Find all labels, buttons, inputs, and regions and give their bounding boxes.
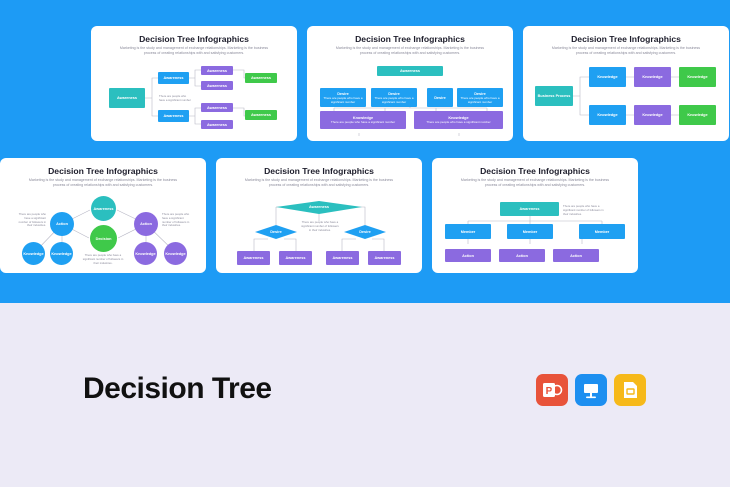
action-node: Action <box>445 249 491 262</box>
decision-circle: Decision <box>90 225 117 252</box>
slide-preview-4[interactable]: Decision Tree Infographics Marketing is … <box>0 158 206 273</box>
node-label: Desire <box>337 91 349 96</box>
branch-node-bottom: Awareness <box>158 110 189 122</box>
desire-diamond-right <box>344 225 386 239</box>
connector-lines <box>573 76 679 116</box>
node-label: Knowledge <box>352 116 374 120</box>
svg-text:P: P <box>546 386 553 397</box>
knowledge-node: Knowledge <box>634 67 671 87</box>
node-label: Desire <box>474 91 486 96</box>
desire-diamond-label: Desire <box>270 230 282 234</box>
action-node: Action <box>499 249 545 262</box>
action-circle: Action <box>50 212 74 236</box>
slide-preview-2[interactable]: Decision Tree Infographics Marketing is … <box>307 26 513 141</box>
root-node: Business Process <box>535 86 573 106</box>
node-description: There are people who have a significant … <box>323 95 363 104</box>
leaf-node: Awareness <box>201 66 233 75</box>
node-description: There are people who have a significant … <box>159 94 191 102</box>
knowledge-circle: Knowledge <box>134 242 157 265</box>
connector-lines <box>467 216 603 244</box>
knowledge-node: Knowledge <box>634 105 671 125</box>
page-title: Decision Tree <box>83 372 272 405</box>
node-description: There are people who have a significant … <box>301 220 339 232</box>
action-circle: Action <box>134 212 158 236</box>
node-description: There are people who have a significant … <box>460 95 500 104</box>
node-description: There are people who have a significant … <box>162 212 190 228</box>
knowledge-node: Knowledge <box>589 105 626 125</box>
knowledge-circle: Knowledge <box>50 242 73 265</box>
knowledge-node: Knowledge <box>589 67 626 87</box>
node-description: There are people who have a significant … <box>18 212 46 228</box>
knowledge-node: Knowledge <box>679 105 716 125</box>
desire-diamond-label: Desire <box>359 230 371 234</box>
lavender-footer-area <box>0 303 730 487</box>
outcome-node: Awareness <box>245 110 277 120</box>
slide-subtitle: Marketing is the study and management of… <box>28 178 178 187</box>
connector-lines <box>33 209 177 254</box>
leaf-node: Awareness <box>201 103 233 112</box>
node-description: There are people who have a significant … <box>330 120 396 124</box>
root-diamond-label: Awareness <box>309 205 329 209</box>
member-node: Member <box>507 224 553 239</box>
node-description: There are people who have a significant … <box>82 253 124 265</box>
root-diamond <box>276 201 362 214</box>
knowledge-node: Knowledge <box>679 67 716 87</box>
slide-title: Decision Tree Infographics <box>48 166 158 176</box>
connector-lines <box>145 69 245 125</box>
node-description: There are people who have a significant … <box>426 120 491 124</box>
slide-title: Decision Tree Infographics <box>571 34 681 44</box>
decision-diamonds <box>253 201 386 251</box>
powerpoint-icon[interactable]: P <box>536 374 568 406</box>
slide-preview-3[interactable]: Decision Tree Infographics Marketing is … <box>523 26 729 141</box>
desire-diamond-left <box>255 225 297 239</box>
leaf-node: Awareness <box>201 120 233 129</box>
slide-subtitle: Marketing is the study and management of… <box>460 178 610 187</box>
action-node: Action <box>553 249 599 262</box>
desire-node: Desire <box>427 88 453 107</box>
slide-title: Decision Tree Infographics <box>480 166 590 176</box>
google-slides-icon[interactable] <box>614 374 646 406</box>
node-label: Desire <box>388 91 400 96</box>
node-description: There are people who have a significant … <box>374 95 414 104</box>
slide-preview-6[interactable]: Decision Tree Infographics Marketing is … <box>432 158 638 273</box>
slide-subtitle: Marketing is the study and management of… <box>119 46 269 55</box>
root-circle: Awareness <box>91 196 116 221</box>
slide-subtitle: Marketing is the study and management of… <box>335 46 485 55</box>
awareness-node: Awareness <box>368 251 401 265</box>
slide-subtitle: Marketing is the study and management of… <box>244 178 394 187</box>
awareness-node: Awareness <box>237 251 270 265</box>
outcome-node: Awareness <box>245 73 277 83</box>
member-node: Member <box>579 224 625 239</box>
knowledge-circle: Knowledge <box>164 242 187 265</box>
root-node: Awareness <box>500 202 559 216</box>
root-node: Awareness <box>109 88 145 108</box>
knowledge-circle: Knowledge <box>22 242 45 265</box>
slide-title: Decision Tree Infographics <box>139 34 249 44</box>
member-node: Member <box>445 224 491 239</box>
root-node: Awareness <box>377 66 443 76</box>
slide-title: Decision Tree Infographics <box>355 34 465 44</box>
branch-node-top: Awareness <box>158 72 189 84</box>
slide-title: Decision Tree Infographics <box>264 166 374 176</box>
node-description: There are people who have a significant … <box>563 204 604 216</box>
keynote-icon[interactable] <box>575 374 607 406</box>
slide-preview-5[interactable]: Decision Tree Infographics Marketing is … <box>216 158 422 273</box>
slide-subtitle: Marketing is the study and management of… <box>551 46 701 55</box>
node-label: Knowledge <box>448 116 469 120</box>
awareness-node: Awareness <box>326 251 359 265</box>
slide-preview-1[interactable]: Decision Tree Infographics Marketing is … <box>91 26 297 141</box>
awareness-node: Awareness <box>279 251 312 265</box>
leaf-node: Awareness <box>201 81 233 90</box>
node-label: Desire <box>434 95 446 100</box>
